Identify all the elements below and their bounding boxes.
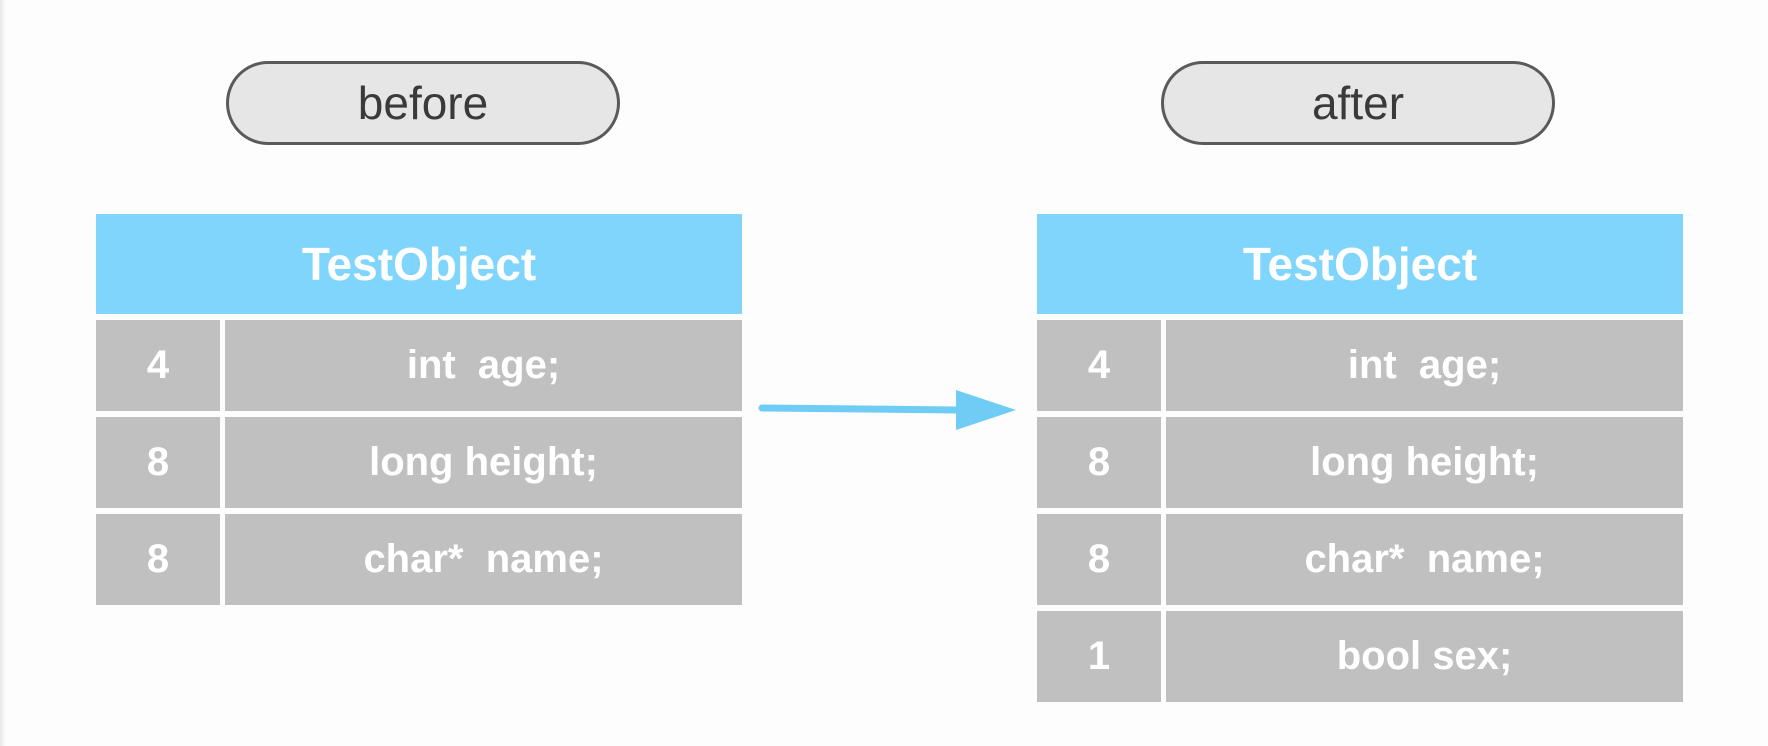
struct-row: 4 int age;	[1037, 320, 1683, 411]
before-label: before	[226, 61, 620, 145]
struct-row: 8 char* name;	[1037, 514, 1683, 605]
field-size: 8	[96, 417, 220, 508]
field-size: 8	[96, 514, 220, 605]
struct-row: 8 char* name;	[96, 514, 742, 605]
struct-row: 4 int age;	[96, 320, 742, 411]
field-declaration: char* name;	[1166, 514, 1683, 605]
field-size: 8	[1037, 514, 1161, 605]
field-declaration: char* name;	[225, 514, 742, 605]
field-declaration: long height;	[1166, 417, 1683, 508]
field-declaration: long height;	[225, 417, 742, 508]
field-declaration: int age;	[1166, 320, 1683, 411]
field-size: 4	[1037, 320, 1161, 411]
field-size: 4	[96, 320, 220, 411]
struct-row: 8 long height;	[96, 417, 742, 508]
field-declaration: bool sex;	[1166, 611, 1683, 702]
field-size: 8	[1037, 417, 1161, 508]
field-size: 1	[1037, 611, 1161, 702]
struct-title: TestObject	[96, 214, 742, 314]
left-edge-shade	[0, 0, 6, 746]
after-label: after	[1161, 61, 1555, 145]
struct-row: 1 bool sex;	[1037, 611, 1683, 702]
after-struct-table: TestObject 4 int age; 8 long height; 8 c…	[1037, 214, 1683, 702]
struct-row: 8 long height;	[1037, 417, 1683, 508]
transition-arrow-icon	[758, 390, 1016, 430]
struct-title: TestObject	[1037, 214, 1683, 314]
before-struct-table: TestObject 4 int age; 8 long height; 8 c…	[96, 214, 742, 605]
field-declaration: int age;	[225, 320, 742, 411]
